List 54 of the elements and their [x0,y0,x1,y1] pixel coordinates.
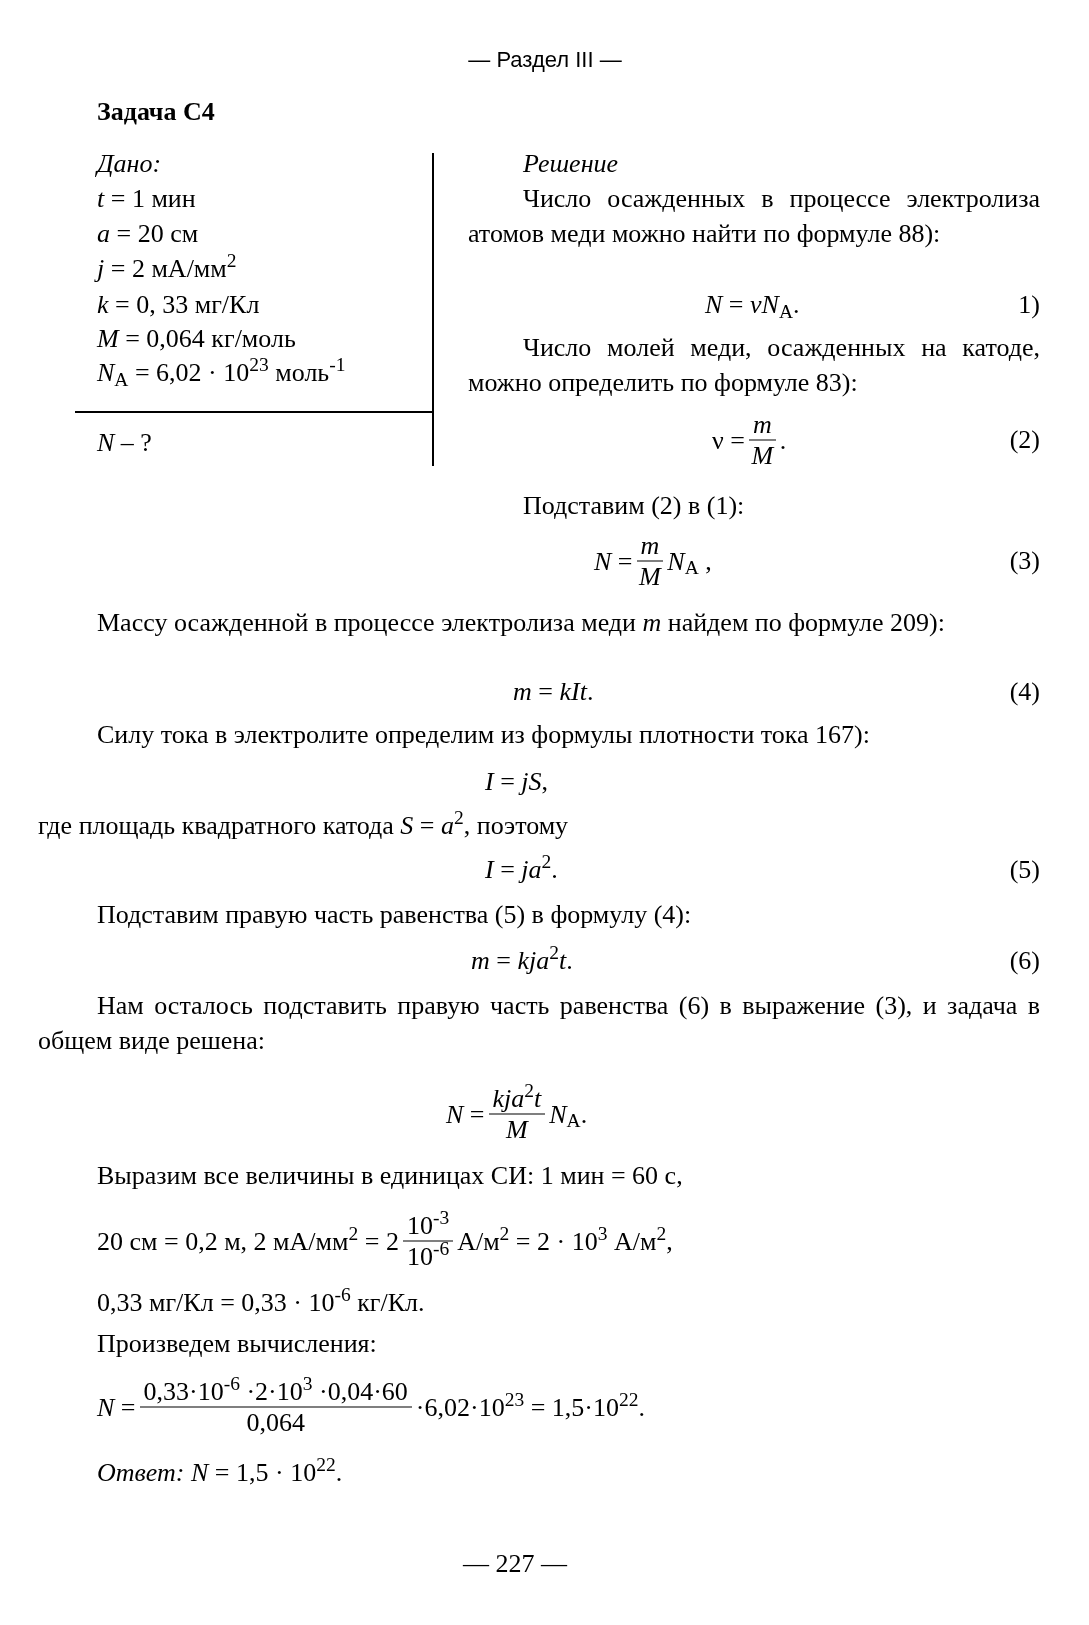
formula: ν = [712,425,745,455]
fraction-numerator: kja$^{2}$t [488,1083,546,1115]
fraction-numerator: 10$^{-3}$ [402,1210,454,1242]
formula: N$_{A}$. [549,1099,588,1129]
given-value: N$_{A}$ = 6,02 · 10$^{23}$ моль$^{-1}$ [97,358,346,387]
given-value: M = 0,064 кг/моль [97,324,296,353]
paragraph: Произведем вычисления: [97,1329,377,1358]
formula: I = ja$^{2}$. [485,855,558,885]
formula: N = [594,546,633,576]
formula: I = jS, [485,767,549,797]
paragraph: Число молей меди, осажденных на катоде, можно определить по формуле 83): [468,332,1040,399]
running-header: — Раздел III — [468,46,622,72]
formula: m = kja$^{2}$t. [471,946,573,976]
page-number: — 227 — [463,1549,567,1578]
unknown-quantity: N – ? [97,428,152,457]
equation-number: 1) [1018,290,1040,319]
paragraph: Число осажденных в процессе электролиза атомов меди можно найти по формуле 88): [468,183,1040,250]
equation-number: (5) [1009,855,1040,884]
paragraph: Силу тока в электролите определим из формулы плотности тока 167): [97,720,870,749]
given-value: a = 20 см [97,219,199,248]
problem-title: Задача С4 [97,97,215,126]
formula: N$_{A}$ , [667,546,712,576]
given-value: k = 0, 33 мг/Кл [97,290,260,319]
equation-number: (6) [1009,946,1040,975]
fraction-denominator: 10$^{-6}$ [406,1241,450,1272]
equation-number: (2) [1009,425,1040,454]
formula: m = kIt. [513,677,594,707]
paragraph: где площадь квадратного катода S = a$^{2}$, поэтому [38,811,569,840]
fraction-denominator: M [639,561,661,592]
fraction-denominator: M [506,1114,528,1145]
fraction-numerator: m [636,530,664,562]
paragraph: Выразим все величины в единицах СИ: 1 мин = 60 с, [97,1161,683,1190]
paragraph: Массу осажденной в процессе электролиза меди m найдем по формуле 209): [96,607,946,639]
given-heading: Дано: [97,149,162,178]
formula: N = [97,1392,136,1422]
paragraph: Подставим правую часть равенства (5) в формулу (4): [97,900,692,929]
fraction-numerator: 0,33·10$^{-6}$ ·2·10$^{3}$ ·0,04·60 [139,1376,412,1408]
formula: 20 см = 0,2 м, 2 мА/мм$^{2}$ = 2 [97,1226,399,1256]
formula: N = [446,1099,485,1129]
fraction-denominator: 0,064 [246,1407,305,1438]
formula: N = νN$_{A}$. [705,290,800,320]
solution-heading: Решение [523,149,619,178]
answer: Ответ: N = 1,5 · 10$^{22}$. [97,1458,343,1487]
equation-number: (4) [1009,677,1040,706]
formula: 0,33 мг/Кл = 0,33 · 10$^{-6}$ кг/Кл. [97,1288,425,1317]
paragraph: Нам осталось подставить правую часть равенства (6) в выражение (3), и задача в общем виде решена: [38,990,1040,1057]
given-value: t = 1 мин [97,184,196,213]
formula: ·6,02·10$^{23}$ = 1,5·10$^{22}$. [415,1392,645,1422]
equation-number: (3) [1009,546,1040,575]
fraction-denominator: M [751,440,774,471]
paragraph: Подставим (2) в (1): [523,491,745,520]
formula: А/м$^{2}$ = 2 · 10$^{3}$ А/м$^{2}$, [457,1226,673,1256]
fraction-numerator: m [748,409,776,441]
formula: . [779,425,787,455]
